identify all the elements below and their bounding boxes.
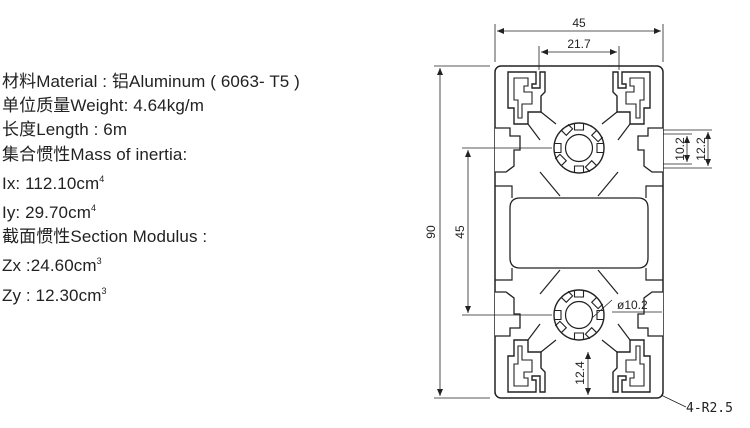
cavity-side-left [495,185,513,281]
dim-label-corner-radius: 4-R2.5 [686,401,733,416]
leader-bore-diameter [591,299,613,319]
ix-exponent: 4 [99,173,105,184]
zx-value: Zx :24.60cm [2,256,97,276]
modulus-title: 截面惯性Section Modulus : [2,227,208,247]
length-spec: 长度Length : 6m [2,120,128,140]
ix-spec: Ix: 112.10cm4 [2,167,422,196]
side-slot-right-top [637,127,663,173]
zy-spec: Zy : 12.30cm3 [2,279,422,308]
bore-top [553,122,605,174]
weight-spec: 单位质量Weight: 4.64kg/m [2,96,204,116]
central-cavity [509,197,649,269]
dim-label-height: 90 [424,225,438,239]
iy-spec: Iy: 29.70cm4 [2,196,422,225]
inertia-title: 集合惯性Mass of inertia: [2,144,188,164]
leader-corner-radius [660,394,687,408]
side-slot-right-bottom [637,291,663,337]
side-slot-left-top [495,127,521,173]
web-rib-bottom [527,323,631,353]
iy-exponent: 4 [90,203,97,214]
cavity-side-right [645,185,663,281]
web-rib-top [527,111,631,141]
dim-label-slot-outer: 12.2 [694,137,708,161]
zy-exponent: 3 [101,285,107,296]
zx-exponent: 3 [96,256,102,267]
bore-bottom [553,289,605,341]
dim-label-slot-depth: 12.4 [573,361,587,385]
side-slot-left-bottom [495,291,521,337]
dim-label-bore-diameter: ø10.2 [617,298,648,312]
cavity-web [539,171,619,295]
zy-value: Zy : 12.30cm [2,285,102,305]
specification-list: 材料Material : 铝Aluminum ( 6063- T5 ) 单位质量… [2,70,422,308]
iy-value: Iy: 29.70cm [2,203,91,223]
ix-value: Ix: 112.10cm [2,173,100,193]
material-spec: 材料Material : 铝Aluminum ( 6063- T5 ) [2,72,300,91]
dim-label-bore-spacing: 45 [453,225,467,239]
dim-label-slot-inner: 10.2 [673,137,687,161]
dim-label-width: 45 [572,16,586,30]
dim-label-slot-spacing: 21.7 [567,37,591,51]
zx-spec: Zx :24.60cm3 [2,249,422,278]
